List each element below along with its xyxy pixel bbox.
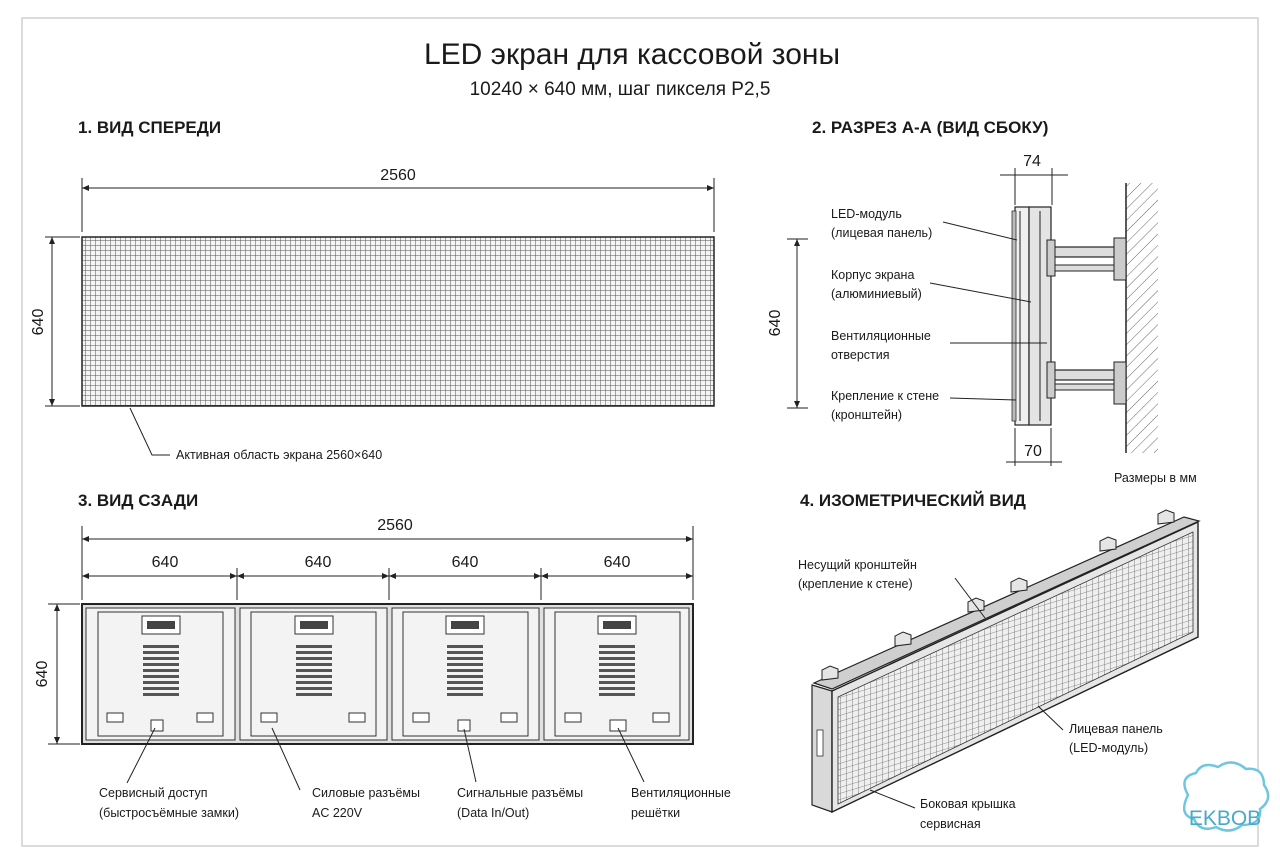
rear-section-2-dimension: 640: [305, 554, 332, 571]
rear-section-1-dimension: 640: [152, 554, 179, 571]
side-label-vents-1: Вентиляционные: [831, 329, 931, 343]
front-view: 1. ВИД СПЕРЕДИ 2560 640 Активная область…: [30, 118, 715, 462]
rear-label-power-2: AC 220V: [312, 806, 363, 820]
rear-view: 3. ВИД СЗАДИ 2560 640 640 640 640 640: [34, 491, 731, 820]
iso-label-side-cover-1: Боковая крышка: [920, 797, 1016, 811]
iso-label-front-panel-2: (LED-модуль): [1069, 741, 1148, 755]
rear-cabinet-1: [85, 607, 236, 741]
iso-label-front-panel-1: Лицевая панель: [1069, 722, 1163, 736]
units-note: Размеры в мм: [1114, 471, 1197, 485]
iso-top-face: [812, 516, 1201, 690]
isometric-view: 4. ИЗОМЕТРИЧЕСКИЙ ВИД Несущий кронштейн …: [798, 491, 1201, 831]
rear-total-width-dimension: 2560: [377, 517, 413, 534]
front-width-dimension: 2560: [380, 167, 416, 184]
sheet-border: [21, 17, 1259, 847]
drawing-subtitle: 10240 × 640 мм, шаг пикселя P2,5: [470, 79, 771, 100]
front-view-heading: 1. ВИД СПЕРЕДИ: [78, 118, 221, 137]
side-label-housing-2: (алюминиевый): [831, 287, 922, 301]
side-label-mount-1: Крепление к стене: [831, 389, 939, 403]
upper-wall-bracket: [1050, 246, 1124, 258]
rear-cabinet-4: [543, 607, 690, 741]
rear-label-power-1: Силовые разъёмы: [312, 786, 420, 800]
led-module-profile: [1014, 206, 1030, 426]
side-depth-bottom-dimension: 70: [1024, 443, 1042, 460]
side-label-vents-2: отверстия: [831, 348, 890, 362]
rear-height-dimension: 640: [34, 661, 51, 688]
side-section-view: 2. РАЗРЕЗ А-А (ВИД СБОКУ) 74 70: [767, 118, 1197, 485]
rear-label-service-1: Сервисный доступ: [99, 786, 208, 800]
rear-label-signal-1: Сигнальные разъёмы: [457, 786, 583, 800]
rear-label-signal-2: (Data In/Out): [457, 806, 529, 820]
front-height-dimension: 640: [30, 309, 47, 336]
iso-label-side-cover-2: сервисная: [920, 817, 981, 831]
iso-label-bracket-2: (крепление к стене): [798, 577, 913, 591]
front-active-area-label: Активная область экрана 2560×640: [176, 448, 382, 462]
rear-section-4-dimension: 640: [604, 554, 631, 571]
iso-led-panel: [837, 531, 1194, 805]
rear-view-heading: 3. ВИД СЗАДИ: [78, 491, 198, 510]
isometric-view-heading: 4. ИЗОМЕТРИЧЕСКИЙ ВИД: [800, 491, 1026, 510]
side-label-led-module-2: (лицевая панель): [831, 226, 932, 240]
rear-cabinet-3: [391, 607, 540, 741]
iso-label-bracket-1: Несущий кронштейн: [798, 558, 917, 572]
rear-section-3-dimension: 640: [452, 554, 479, 571]
drawing-title: LED экран для кассовой зоны: [424, 38, 840, 71]
rear-label-vents-2: решётки: [631, 806, 680, 820]
lower-wall-bracket: [1050, 369, 1124, 381]
side-depth-top-dimension: 74: [1023, 153, 1041, 170]
front-screen-active-area: [81, 236, 715, 407]
rear-label-vents-1: Вентиляционные: [631, 786, 731, 800]
wall-hatching: [1126, 183, 1158, 453]
ekbob-logo: EKBOB: [1182, 761, 1270, 832]
side-height-dimension: 640: [767, 310, 784, 337]
side-view-heading: 2. РАЗРЕЗ А-А (ВИД СБОКУ): [812, 118, 1048, 137]
side-label-mount-2: (кронштейн): [831, 408, 902, 422]
side-label-housing-1: Корпус экрана: [831, 268, 914, 282]
rear-cabinet-2: [239, 607, 388, 741]
rear-label-service-2: (быстросъёмные замки): [99, 806, 239, 820]
watermark-logo-text: EKBOB: [1189, 807, 1261, 830]
side-label-led-module-1: LED-модуль: [831, 207, 902, 221]
